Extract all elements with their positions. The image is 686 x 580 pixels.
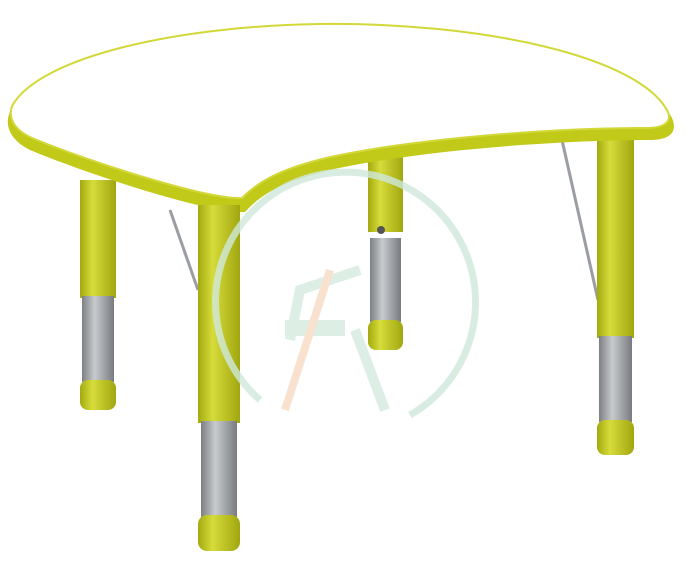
leg-middle xyxy=(368,150,403,350)
leg-right xyxy=(597,140,634,455)
brace xyxy=(560,139,600,301)
watermark-logo xyxy=(212,168,479,419)
leg-front-left xyxy=(198,205,240,551)
brace xyxy=(168,209,200,291)
tabletop-surface xyxy=(9,22,670,200)
leg-back-left xyxy=(80,180,116,410)
